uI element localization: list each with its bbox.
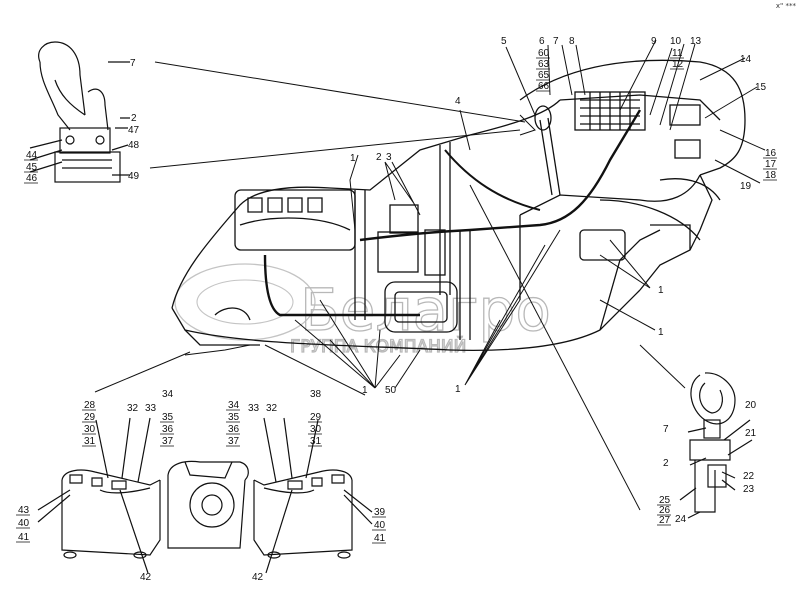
callout-15: 15 <box>755 82 767 93</box>
callout-24: 24 <box>675 514 687 525</box>
callout-1: 1 <box>455 384 461 395</box>
callout-26: 26 <box>659 505 671 516</box>
center-inset <box>167 460 249 549</box>
callout-23: 23 <box>743 484 755 495</box>
callout-29: 29 <box>84 412 96 423</box>
callout-2: 2 <box>376 152 382 163</box>
callout-65: 65 <box>538 70 550 81</box>
callout-18: 18 <box>765 170 777 181</box>
callout-7: 7 <box>663 424 669 435</box>
callout-25: 25 <box>659 495 671 506</box>
callout-7: 7 <box>553 36 559 47</box>
callout-21: 21 <box>745 428 757 439</box>
callout-6: 6 <box>539 36 545 47</box>
hook-inset <box>679 372 753 519</box>
callout-47: 47 <box>128 125 140 136</box>
callout-63: 63 <box>538 59 550 70</box>
callout-50: 50 <box>385 385 397 396</box>
callout-17: 17 <box>765 159 777 170</box>
callout-4: 4 <box>455 96 461 107</box>
callout-40: 40 <box>374 520 386 531</box>
callout-31: 31 <box>310 436 322 447</box>
callout-1: 1 <box>658 285 664 296</box>
tractor-body <box>171 59 746 351</box>
callout-40: 40 <box>18 518 30 529</box>
callout-34: 34 <box>228 400 240 411</box>
callout-38: 38 <box>310 389 322 400</box>
callout-36: 36 <box>162 424 174 435</box>
callout-44: 44 <box>26 150 38 161</box>
callout-41: 41 <box>18 532 30 543</box>
callout-42: 42 <box>252 572 264 583</box>
callout-41: 41 <box>374 533 386 544</box>
callout-12: 12 <box>672 59 684 70</box>
callout-66: 66 <box>538 81 550 92</box>
callout-10: 10 <box>670 36 682 47</box>
callout-7: 7 <box>130 58 136 69</box>
callout-2: 2 <box>663 458 669 469</box>
lower-right-inset <box>253 417 373 574</box>
callout-1: 1 <box>658 327 664 338</box>
callout-36: 36 <box>228 424 240 435</box>
callout-22: 22 <box>743 471 755 482</box>
callout-48: 48 <box>128 140 140 151</box>
callout-37: 37 <box>162 436 174 447</box>
callout-35: 35 <box>228 412 240 423</box>
callout-49: 49 <box>128 171 140 182</box>
callout-37: 37 <box>228 436 240 447</box>
leader-lines <box>94 39 766 511</box>
callout-1: 1 <box>362 385 368 396</box>
watermark: Белагро ГРУППА КОМПАНИЙ <box>174 263 552 358</box>
callout-30: 30 <box>310 424 322 435</box>
callout-28: 28 <box>84 400 96 411</box>
callout-42: 42 <box>140 572 152 583</box>
corner-mark: x" *** <box>775 2 796 10</box>
callout-20: 20 <box>745 400 757 411</box>
callout-30: 30 <box>84 424 96 435</box>
watermark-brand: Белагро <box>300 276 551 344</box>
callout-34: 34 <box>162 389 174 400</box>
callout-13: 13 <box>690 36 702 47</box>
callout-14: 14 <box>740 54 752 65</box>
callout-1: 1 <box>350 153 356 164</box>
callout-32: 32 <box>127 403 139 414</box>
label-underlines <box>16 57 777 544</box>
callout-35: 35 <box>162 412 174 423</box>
callout-3: 3 <box>386 152 392 163</box>
callout-60: 60 <box>538 48 550 59</box>
callout-16: 16 <box>765 148 777 159</box>
callout-31: 31 <box>84 436 96 447</box>
callout-5: 5 <box>501 36 507 47</box>
callout-29: 29 <box>310 412 322 423</box>
callout-43: 43 <box>18 505 30 516</box>
lower-left-inset <box>37 417 161 574</box>
callout-8: 8 <box>569 36 575 47</box>
callout-32: 32 <box>266 403 278 414</box>
callout-33: 33 <box>248 403 260 414</box>
joystick-inset <box>29 41 130 183</box>
callout-33: 33 <box>145 403 157 414</box>
callout-27: 27 <box>659 515 671 526</box>
callout-9: 9 <box>651 36 657 47</box>
callout-45: 45 <box>26 162 38 173</box>
callout-39: 39 <box>374 507 386 518</box>
callout-2: 2 <box>131 113 137 124</box>
callout-11: 11 <box>672 48 683 59</box>
callout-19: 19 <box>740 181 752 192</box>
callout-46: 46 <box>26 173 38 184</box>
callout-labels: 1 2 3 4 5 6 7 8 60 63 65 66 9 10 11 12 1… <box>18 36 777 583</box>
